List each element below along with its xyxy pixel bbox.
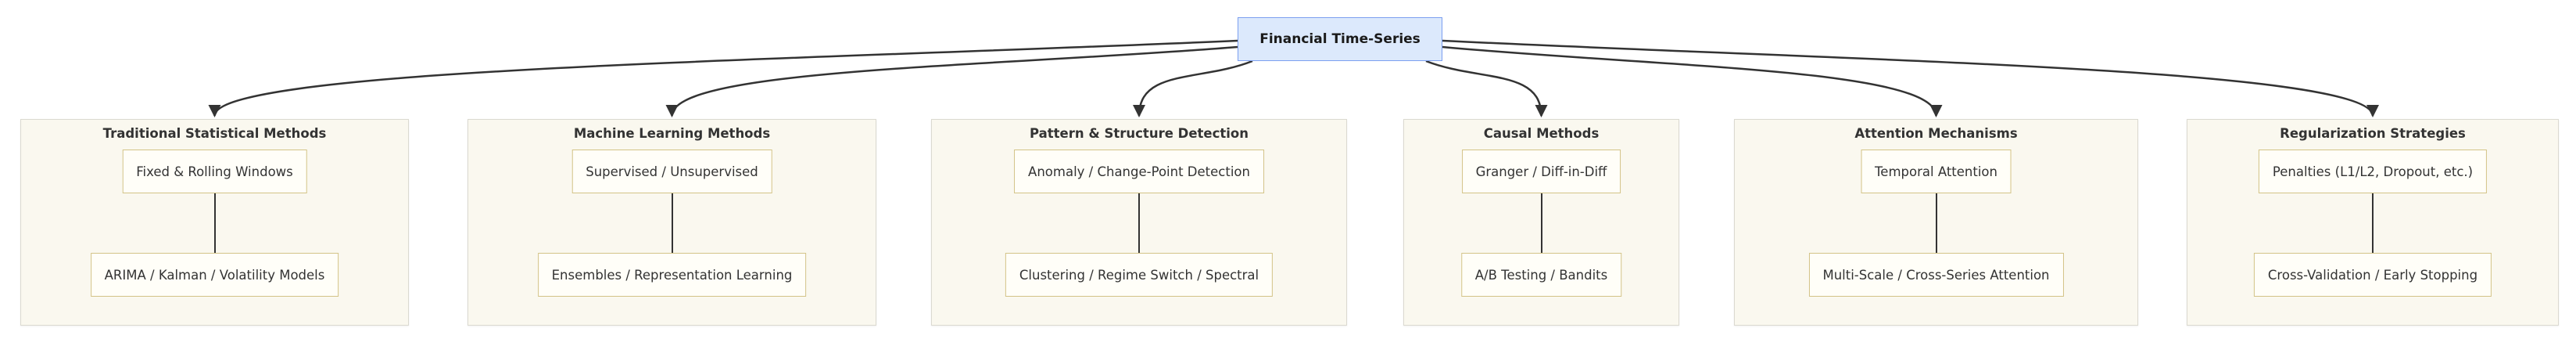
group-title: Machine Learning Methods [573,126,771,141]
group-title: Causal Methods [1483,126,1600,141]
group-title: Traditional Statistical Methods [102,126,327,141]
connector-line [1540,193,1542,253]
method-node: A/B Testing / Bandits [1460,253,1622,297]
edge-arrow [1442,45,1943,117]
method-node: Ensembles / Representation Learning [537,253,807,297]
connector-line [1138,193,1140,253]
connector-line [213,193,216,253]
edge-arrow [208,39,1238,117]
method-node: Fixed & Rolling Windows [122,150,307,193]
edge-arrow [1133,59,1253,117]
method-node: ARIMA / Kalman / Volatility Models [90,253,339,297]
connector-line [2372,193,2374,253]
root-node-financial-time-series: Financial Time-Series [1238,17,1442,61]
edge-arrow [1425,59,1548,117]
edge-arrow [665,45,1238,117]
method-node: Multi-Scale / Cross-Series Attention [1808,253,2064,297]
group-title: Regularization Strategies [2280,126,2466,141]
group-title: Attention Mechanisms [1854,126,2018,141]
group-title: Pattern & Structure Detection [1029,126,1249,141]
connector-line [671,193,673,253]
method-node: Granger / Diff-in-Diff [1461,150,1621,193]
connector-line [1935,193,1937,253]
method-node: Cross-Validation / Early Stopping [2253,253,2492,297]
method-node: Penalties (L1/L2, Dropout, etc.) [2258,150,2488,193]
method-node: Clustering / Regime Switch / Spectral [1005,253,1274,297]
method-node: Anomaly / Change-Point Detection [1014,150,1264,193]
method-node: Temporal Attention [1861,150,2012,193]
method-node: Supervised / Unsupervised [571,150,772,193]
edge-arrow [1442,39,2379,117]
